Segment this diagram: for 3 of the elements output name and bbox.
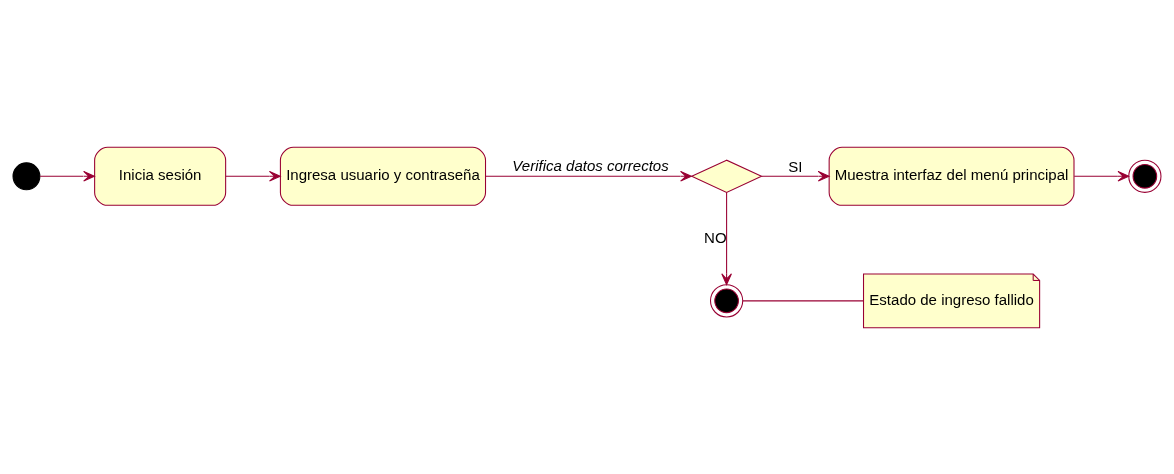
edge-label: NO	[704, 228, 727, 246]
edge-label: SI	[788, 157, 803, 175]
edge-label: Verifica datos correctos	[512, 156, 669, 174]
